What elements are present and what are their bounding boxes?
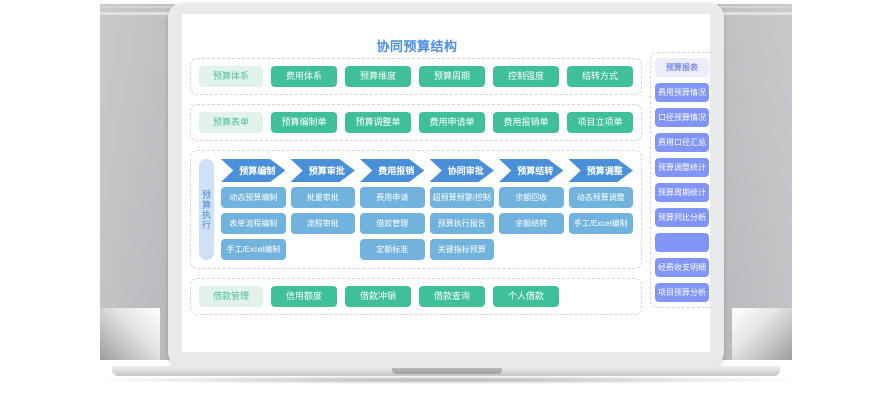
group-budget-forms: 预算表单 预算编制单 预算调整单 费用申请单 费用报销单 项目立项单 [190, 104, 642, 141]
group-label-budget-system: 预算体系 [199, 66, 263, 87]
execution-column-budget-carryover: 预算结转 余额回收 余额结转 [499, 159, 564, 260]
execution-column-budget-approval: 预算审批 批量审批 流程审批 [290, 159, 356, 260]
sub-loan-management[interactable]: 借款管理 [360, 213, 425, 234]
sub-balance-recovery[interactable]: 余额回收 [499, 187, 564, 208]
diagram-board: 预算体系 费用体系 预算维度 预算周期 控制强度 结转方式 预算表单 预算编制单… [190, 58, 642, 324]
backdrop-edge-line-right-2 [720, 12, 792, 15]
execution-column-budget-prep: 预算编制 动态预算编制 表单流程编制 手工/Excel编制 [221, 159, 286, 260]
sub-expense-request[interactable]: 费用申请 [360, 187, 425, 208]
group-loan-management: 借款管理 信用额度 借款冲销 借款查询 个人借款 [190, 278, 642, 315]
sub-form-flow-prep[interactable]: 表单流程编制 [221, 213, 286, 234]
execution-column-budget-adjustment: 预算调整 动态预算调整 手工/Excel编制 [568, 159, 634, 260]
pill-loan-writeoff[interactable]: 借款冲销 [345, 286, 411, 307]
sub-balance-carryover[interactable]: 余额结转 [499, 213, 564, 234]
diagram-page: 协同预算结构 预算体系 费用体系 预算维度 预算周期 控制强度 结转方式 预算表… [182, 14, 710, 352]
laptop-notch [392, 368, 502, 374]
pill-credit-limit[interactable]: 信用额度 [271, 286, 337, 307]
budget-report-rail: 预算报表 费用预算情况 口径预算情况 费用口径汇总 预算调整统计 预算周期统计 … [650, 52, 710, 308]
rail-item-budget-adjustment-stats[interactable]: 预算调整统计 [655, 158, 709, 177]
rail-item-blank[interactable] [655, 233, 709, 252]
rail-item-expense-budget-status[interactable]: 费用预算情况 [655, 83, 709, 102]
rail-item-project-budget-analysis[interactable]: 项目预算分析 [655, 283, 709, 302]
backdrop-edge-line-left [100, 6, 172, 8]
pill-expense-reimb-form[interactable]: 费用报销单 [493, 112, 559, 133]
rail-item-budget-period-stats[interactable]: 预算周期统计 [655, 183, 709, 202]
sub-over-budget-alert[interactable]: 超预算预警/控制 [429, 187, 494, 208]
rail-item-budget-yoy-analysis[interactable]: 预算同比分析 [655, 208, 709, 227]
laptop-shadow [96, 376, 796, 384]
backdrop-edge-line-right [720, 6, 792, 8]
chevron-budget-prep[interactable]: 预算编制 [221, 159, 286, 182]
pill-loan-query[interactable]: 借款查询 [419, 286, 485, 307]
pill-personal-loan[interactable]: 个人借款 [493, 286, 559, 307]
sub-flow-approval[interactable]: 流程审批 [290, 213, 355, 234]
laptop-screen: 协同预算结构 预算体系 费用体系 预算维度 预算周期 控制强度 结转方式 预算表… [182, 14, 710, 352]
group-label-budget-forms: 预算表单 [199, 112, 263, 133]
pill-budget-adjust-form[interactable]: 预算调整单 [345, 112, 411, 133]
sub-execution-report[interactable]: 预算执行报告 [429, 213, 494, 234]
page-title: 协同预算结构 [376, 39, 458, 54]
sub-key-indicator-budget[interactable]: 关键指标预算 [429, 239, 494, 260]
sub-batch-approval[interactable]: 批量审批 [290, 187, 355, 208]
pill-carryover-method[interactable]: 结转方式 [567, 66, 633, 87]
rail-item-caliber-budget-status[interactable]: 口径预算情况 [655, 108, 709, 127]
sub-manual-excel-prep[interactable]: 手工/Excel编制 [221, 239, 286, 260]
execution-column-collaborative-approval: 协同审批 超预算预警/控制 预算执行报告 关键指标预算 [429, 159, 494, 260]
pill-project-setup-form[interactable]: 项目立项单 [567, 112, 633, 133]
rail-item-funds-income-expense-detail[interactable]: 经费收支明细 [655, 258, 709, 277]
sub-manual-excel-adjust[interactable]: 手工/Excel编制 [568, 213, 633, 234]
execution-vertical-label: 预算执行 [199, 159, 214, 260]
pill-budget-dimension[interactable]: 预算维度 [345, 66, 411, 87]
backdrop-edge-line-left-2 [100, 12, 172, 15]
pill-expense-system[interactable]: 费用体系 [271, 66, 337, 87]
sub-placeholder-approval [291, 239, 356, 260]
sub-placeholder-adjust [569, 239, 634, 260]
rail-item-expense-caliber-summary[interactable]: 费用口径汇总 [655, 133, 709, 152]
chevron-budget-approval[interactable]: 预算审批 [290, 159, 355, 182]
group-budget-system: 预算体系 费用体系 预算维度 预算周期 控制强度 结转方式 [190, 58, 642, 95]
sub-quota-standard[interactable]: 定额标准 [360, 239, 425, 260]
execution-column-expense-reimbursement: 费用报销 费用申请 借款管理 定额标准 [360, 159, 425, 260]
execution-columns: 预算编制 动态预算编制 表单流程编制 手工/Excel编制 预算审批 批量审批 … [221, 159, 633, 260]
pill-budget-period[interactable]: 预算周期 [419, 66, 485, 87]
sub-dynamic-budget-prep[interactable]: 动态预算编制 [221, 187, 286, 208]
group-label-loan-management: 借款管理 [199, 286, 263, 307]
chevron-expense-reimbursement[interactable]: 费用报销 [360, 159, 425, 182]
pill-control-strength[interactable]: 控制强度 [493, 66, 559, 87]
pill-expense-request-form[interactable]: 费用申请单 [419, 112, 485, 133]
chevron-budget-carryover[interactable]: 预算结转 [499, 159, 564, 182]
pill-placeholder-loan [567, 286, 633, 307]
sub-dynamic-budget-adjust[interactable]: 动态预算调整 [568, 187, 633, 208]
chevron-budget-adjustment[interactable]: 预算调整 [568, 159, 633, 182]
group-budget-execution: 预算执行 预算编制 动态预算编制 表单流程编制 手工/Excel编制 预算审批 … [190, 150, 642, 269]
sub-placeholder-carryover [499, 239, 564, 260]
rail-header-budget-report: 预算报表 [655, 58, 709, 77]
chevron-collaborative-approval[interactable]: 协同审批 [429, 159, 494, 182]
pill-budget-prep-form[interactable]: 预算编制单 [271, 112, 337, 133]
